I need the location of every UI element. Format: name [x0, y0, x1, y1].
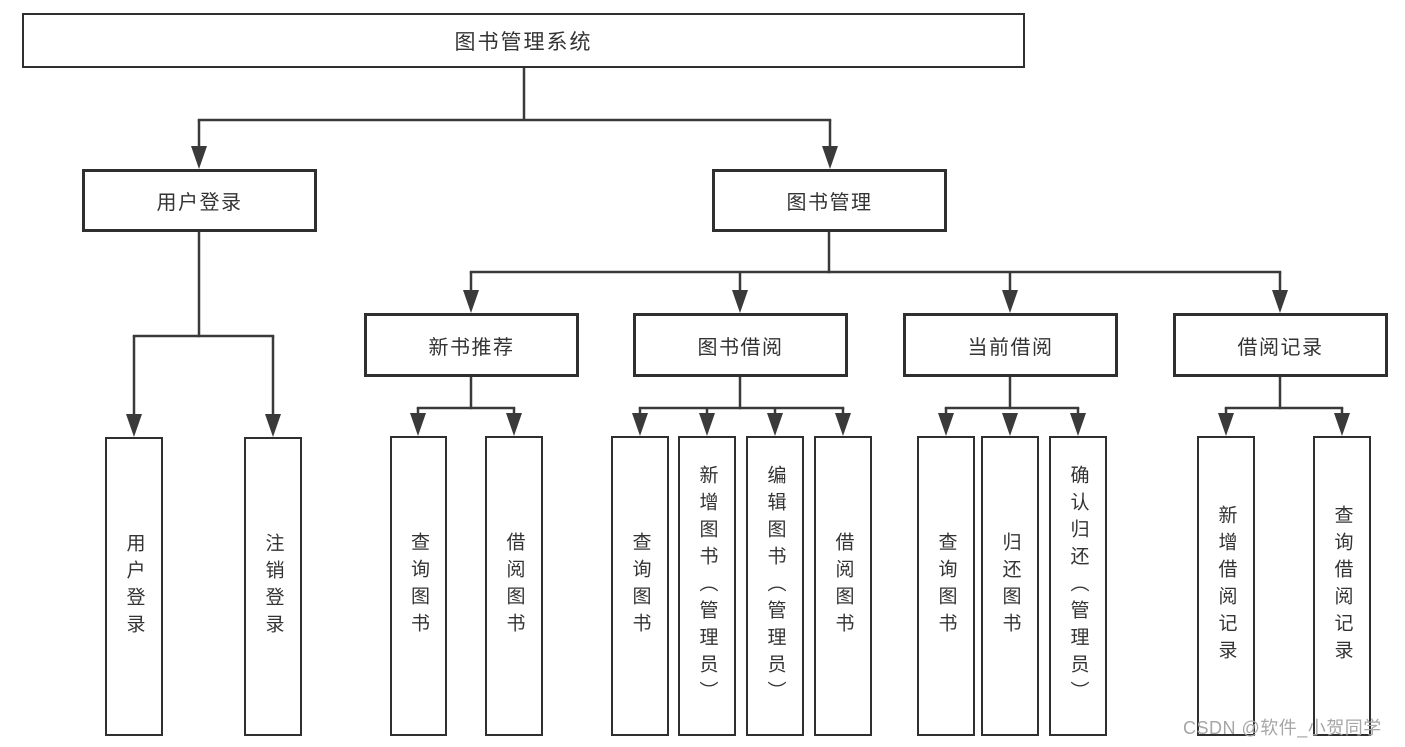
leaf-borrow-books: 借阅图书: [485, 436, 543, 736]
csdn-watermark: CSDN @软件_小贺同学: [1183, 718, 1382, 738]
leaf-edit-book-admin: 编辑图书（管理员）: [746, 436, 804, 736]
node-book-borrowing: 图书借阅: [633, 313, 848, 377]
leaf-add-borrow-record: 新增借阅记录: [1197, 436, 1255, 736]
leaf-query-books: 查询图书: [390, 436, 447, 736]
leaf-logout: 注销登录: [244, 437, 302, 736]
node-book-management: 图书管理: [712, 169, 947, 232]
leaf-confirm-return-admin: 确认归还（管理员）: [1049, 436, 1107, 736]
leaf-query-borrow-record: 查询借阅记录: [1313, 436, 1371, 736]
leaf-return-books: 归还图书: [981, 436, 1039, 736]
leaf-query-books: 查询图书: [611, 436, 669, 736]
leaf-user-login: 用户登录: [105, 437, 163, 736]
node-current-borrowing: 当前借阅: [903, 313, 1118, 377]
leaf-query-books: 查询图书: [917, 436, 975, 736]
leaf-borrow-books: 借阅图书: [814, 436, 872, 736]
node-new-book-recommendation: 新书推荐: [364, 313, 579, 377]
node-borrowing-records: 借阅记录: [1173, 313, 1388, 377]
node-user-login: 用户登录: [82, 169, 317, 232]
node-library-management-system: 图书管理系统: [22, 13, 1025, 68]
leaf-add-book-admin: 新增图书（管理员）: [678, 436, 736, 736]
arrowheads: [126, 146, 1350, 437]
